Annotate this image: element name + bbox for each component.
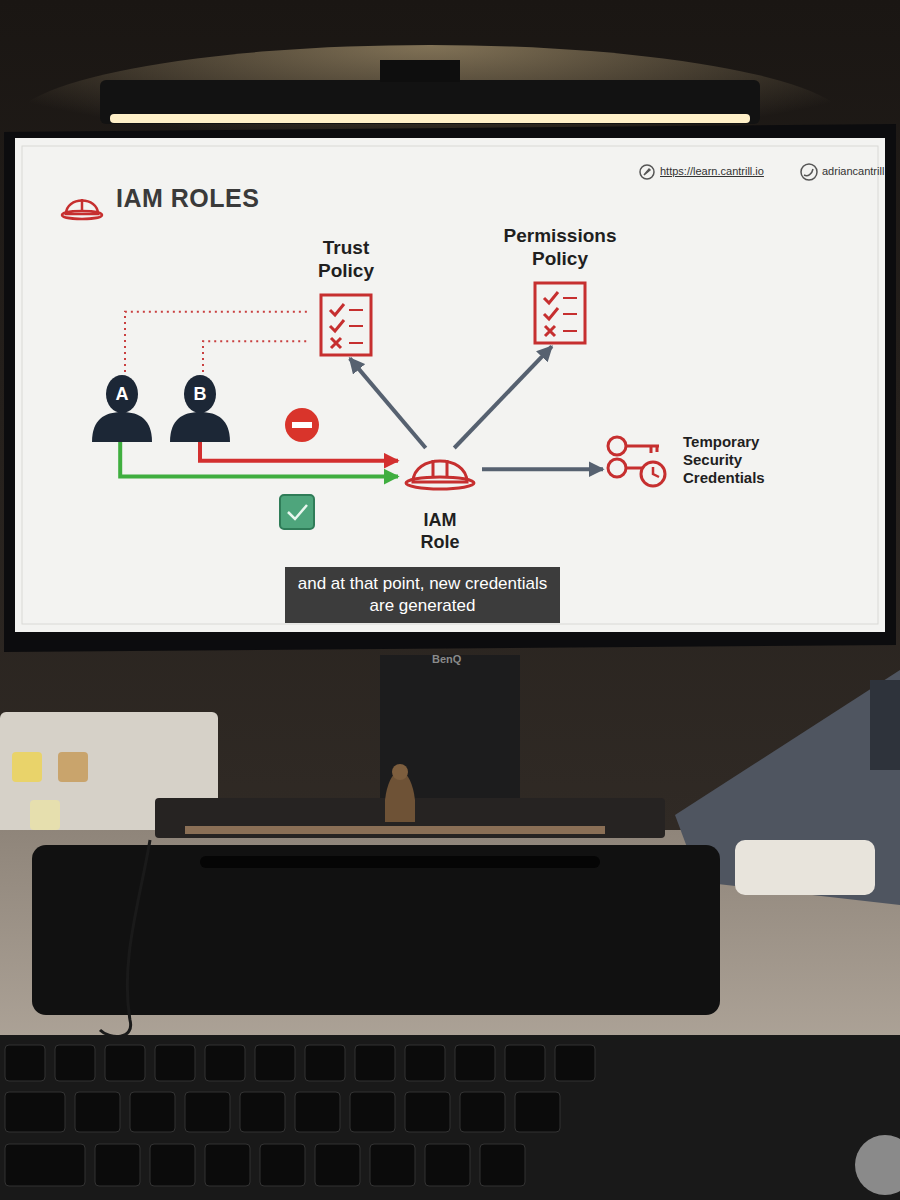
denied-arrow xyxy=(200,442,398,461)
cable xyxy=(100,840,150,1037)
slide-frame xyxy=(22,146,878,624)
sticker xyxy=(12,752,42,782)
person-silhouette xyxy=(170,372,230,442)
checklist-icon xyxy=(532,280,588,346)
allowed-arrow xyxy=(120,442,398,477)
policy-node: Trust Policy xyxy=(308,236,384,358)
policy-node: Permissions Policy xyxy=(478,224,642,346)
role-hat-icon xyxy=(403,448,477,492)
url-label: https://learn.cantrill.io xyxy=(660,165,764,177)
desk xyxy=(0,830,900,1200)
slide-logo-hat xyxy=(62,199,102,219)
credentials-icon xyxy=(603,430,669,490)
sticker xyxy=(30,800,60,830)
laptop-keys xyxy=(870,680,900,770)
monitor-bezel xyxy=(4,124,896,652)
keyboard xyxy=(0,1035,900,1200)
handle-label: adriancantrill xyxy=(822,165,884,177)
node-label: Temporary Security Credentials xyxy=(683,433,801,488)
laptop-stand xyxy=(735,840,875,895)
sticker xyxy=(58,752,88,782)
brand-label: BenQ xyxy=(432,653,461,665)
policy-arrow xyxy=(350,358,426,448)
light-bar xyxy=(100,80,760,124)
credentials-arrow xyxy=(482,467,603,471)
figurine-head xyxy=(392,764,408,780)
role-node: IAM Role xyxy=(398,448,482,554)
keyboard-keys xyxy=(5,1045,595,1186)
shelf-edge xyxy=(185,826,605,834)
person-node: A xyxy=(92,372,152,442)
person-node: B xyxy=(170,372,230,442)
video-subtitle: and at that point, new credentials are g… xyxy=(285,567,560,623)
checklist-icon xyxy=(318,292,374,358)
node-text-group: IAM Role xyxy=(398,510,482,554)
person-silhouette xyxy=(92,372,152,442)
trust-dotted-line xyxy=(125,312,308,372)
node-label: IAM Role xyxy=(412,510,468,554)
node-text-group: Permissions Policy xyxy=(478,224,642,270)
slide-title: IAM ROLES xyxy=(116,184,259,213)
speaker-bar xyxy=(32,845,720,1015)
allowed-icon xyxy=(280,495,314,529)
credentials-node: Temporary Security Credentials xyxy=(603,430,803,490)
trust-dotted-line xyxy=(203,341,308,372)
node-label: Permissions Policy xyxy=(485,224,635,270)
mouse xyxy=(855,1135,900,1195)
node-text-group: Temporary Security Credentials xyxy=(683,433,801,488)
person-letter: B xyxy=(170,372,230,405)
slide-screen xyxy=(15,138,885,632)
light-strip xyxy=(110,114,750,123)
policy-arrow xyxy=(454,346,552,448)
person-letter: A xyxy=(92,372,152,405)
light-mount xyxy=(380,60,460,82)
node-text-group: Trust Policy xyxy=(308,236,384,282)
speaker-slot xyxy=(200,856,600,868)
twitter-icon xyxy=(801,164,817,180)
compass-icon xyxy=(640,165,654,179)
denied-icon xyxy=(285,408,319,442)
node-label: Trust Policy xyxy=(308,236,384,282)
